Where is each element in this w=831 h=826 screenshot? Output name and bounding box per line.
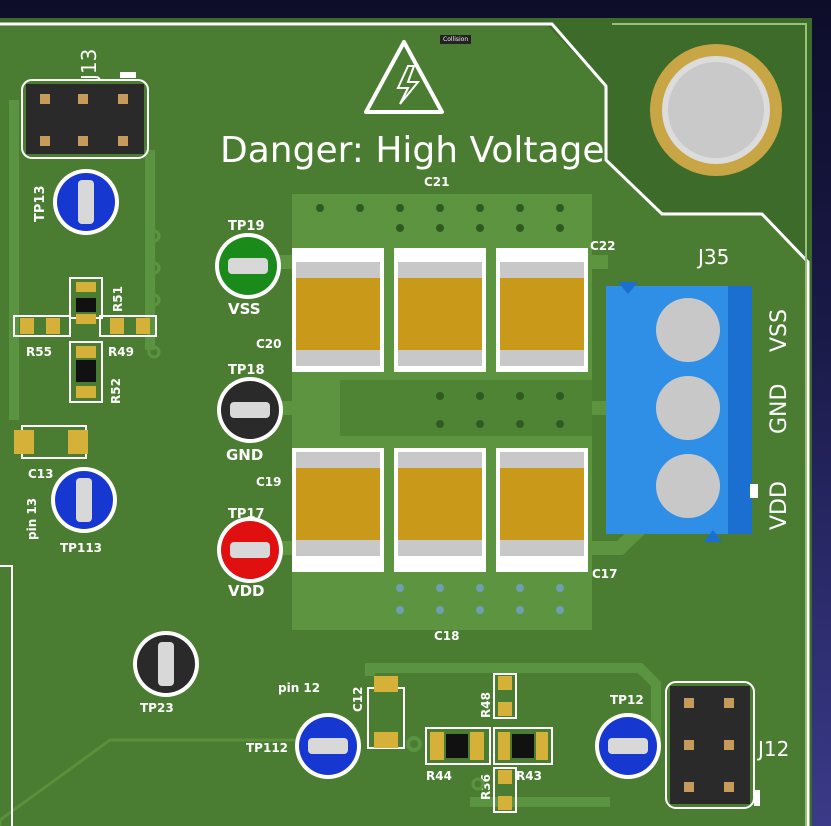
tp112-testpoint[interactable] [295, 713, 361, 779]
c21-capacitor [394, 248, 486, 372]
c13-label: C13 [28, 467, 54, 481]
c19-label: C19 [256, 475, 282, 489]
copper-pour-lower [0, 738, 340, 826]
board-outline [0, 22, 810, 826]
r51-resistor [69, 277, 103, 324]
r43-label: R43 [516, 769, 542, 783]
j12-label: J12 [756, 737, 789, 761]
tp18-net: GND [226, 446, 263, 464]
tp18-testpoint[interactable] [217, 377, 283, 443]
warning-text: Danger: High Voltage [220, 130, 605, 171]
c20-label: C20 [256, 337, 282, 351]
r48-label: R48 [479, 692, 493, 718]
r36-resistor [493, 767, 517, 813]
r49-resistor [99, 315, 157, 337]
j35-pin-gnd: GND [767, 384, 792, 434]
r49-label: R49 [108, 345, 134, 359]
pin13-label: pin 13 [25, 498, 39, 540]
tp19-testpoint[interactable] [215, 233, 281, 299]
c18-capacitor [394, 448, 486, 572]
j35-pin-vdd: VDD [767, 481, 792, 530]
c20-capacitor [292, 248, 384, 372]
c21-label: C21 [424, 175, 450, 189]
tp12-label: TP12 [610, 693, 644, 707]
trace [365, 663, 661, 740]
tp13-label: TP13 [33, 186, 48, 223]
tp17-label: TP17 [228, 507, 265, 522]
r51-label: R51 [111, 286, 125, 312]
j13-label: J13 [77, 49, 101, 82]
tp113-testpoint[interactable] [51, 467, 117, 533]
c22-label: C22 [590, 239, 616, 253]
c12-capacitor [367, 676, 405, 749]
tp12-testpoint[interactable] [595, 713, 661, 779]
r55-label: R55 [26, 345, 52, 359]
c17-capacitor [496, 448, 588, 572]
power-plane-mid [340, 380, 592, 436]
j35-label: J35 [696, 245, 729, 269]
tp23-testpoint[interactable] [133, 631, 199, 697]
r48-resistor [493, 673, 517, 719]
r43-resistor [493, 727, 553, 765]
r52-label: R52 [109, 378, 123, 404]
c19-capacitor [292, 448, 384, 572]
tp19-label: TP19 [228, 219, 265, 234]
warning-triangle-icon [364, 40, 444, 114]
pin12-label: pin 12 [278, 681, 320, 695]
tp19-net: VSS [228, 300, 261, 318]
r44-label: R44 [426, 769, 452, 783]
c22-capacitor [496, 248, 588, 372]
j35-pin-vss: VSS [767, 309, 792, 352]
c18-label: C18 [434, 629, 460, 643]
mounting-hole [650, 44, 782, 176]
via-array-lower [396, 584, 564, 614]
tp113-label: TP113 [60, 541, 102, 555]
c17-label: C17 [592, 567, 618, 581]
j13-header[interactable] [21, 72, 149, 159]
tp18-label: TP18 [228, 363, 265, 378]
tp13-testpoint[interactable] [53, 169, 119, 235]
left-region-outline [0, 565, 13, 826]
via-array [316, 204, 564, 428]
r52-resistor [69, 341, 103, 403]
c12-label: C12 [351, 686, 365, 712]
tp23-label: TP23 [140, 701, 174, 715]
j12-header[interactable] [665, 681, 760, 809]
j35-terminal-block[interactable] [606, 282, 758, 542]
r55-resistor [13, 315, 71, 337]
c13-capacitor [14, 425, 88, 459]
tp17-net: VDD [228, 582, 265, 600]
r44-resistor [425, 727, 491, 765]
collision-tooltip: Collision [440, 35, 472, 44]
tp17-testpoint[interactable] [217, 517, 283, 583]
board-outline-inner [612, 23, 807, 826]
tp112-label: TP112 [246, 741, 288, 755]
